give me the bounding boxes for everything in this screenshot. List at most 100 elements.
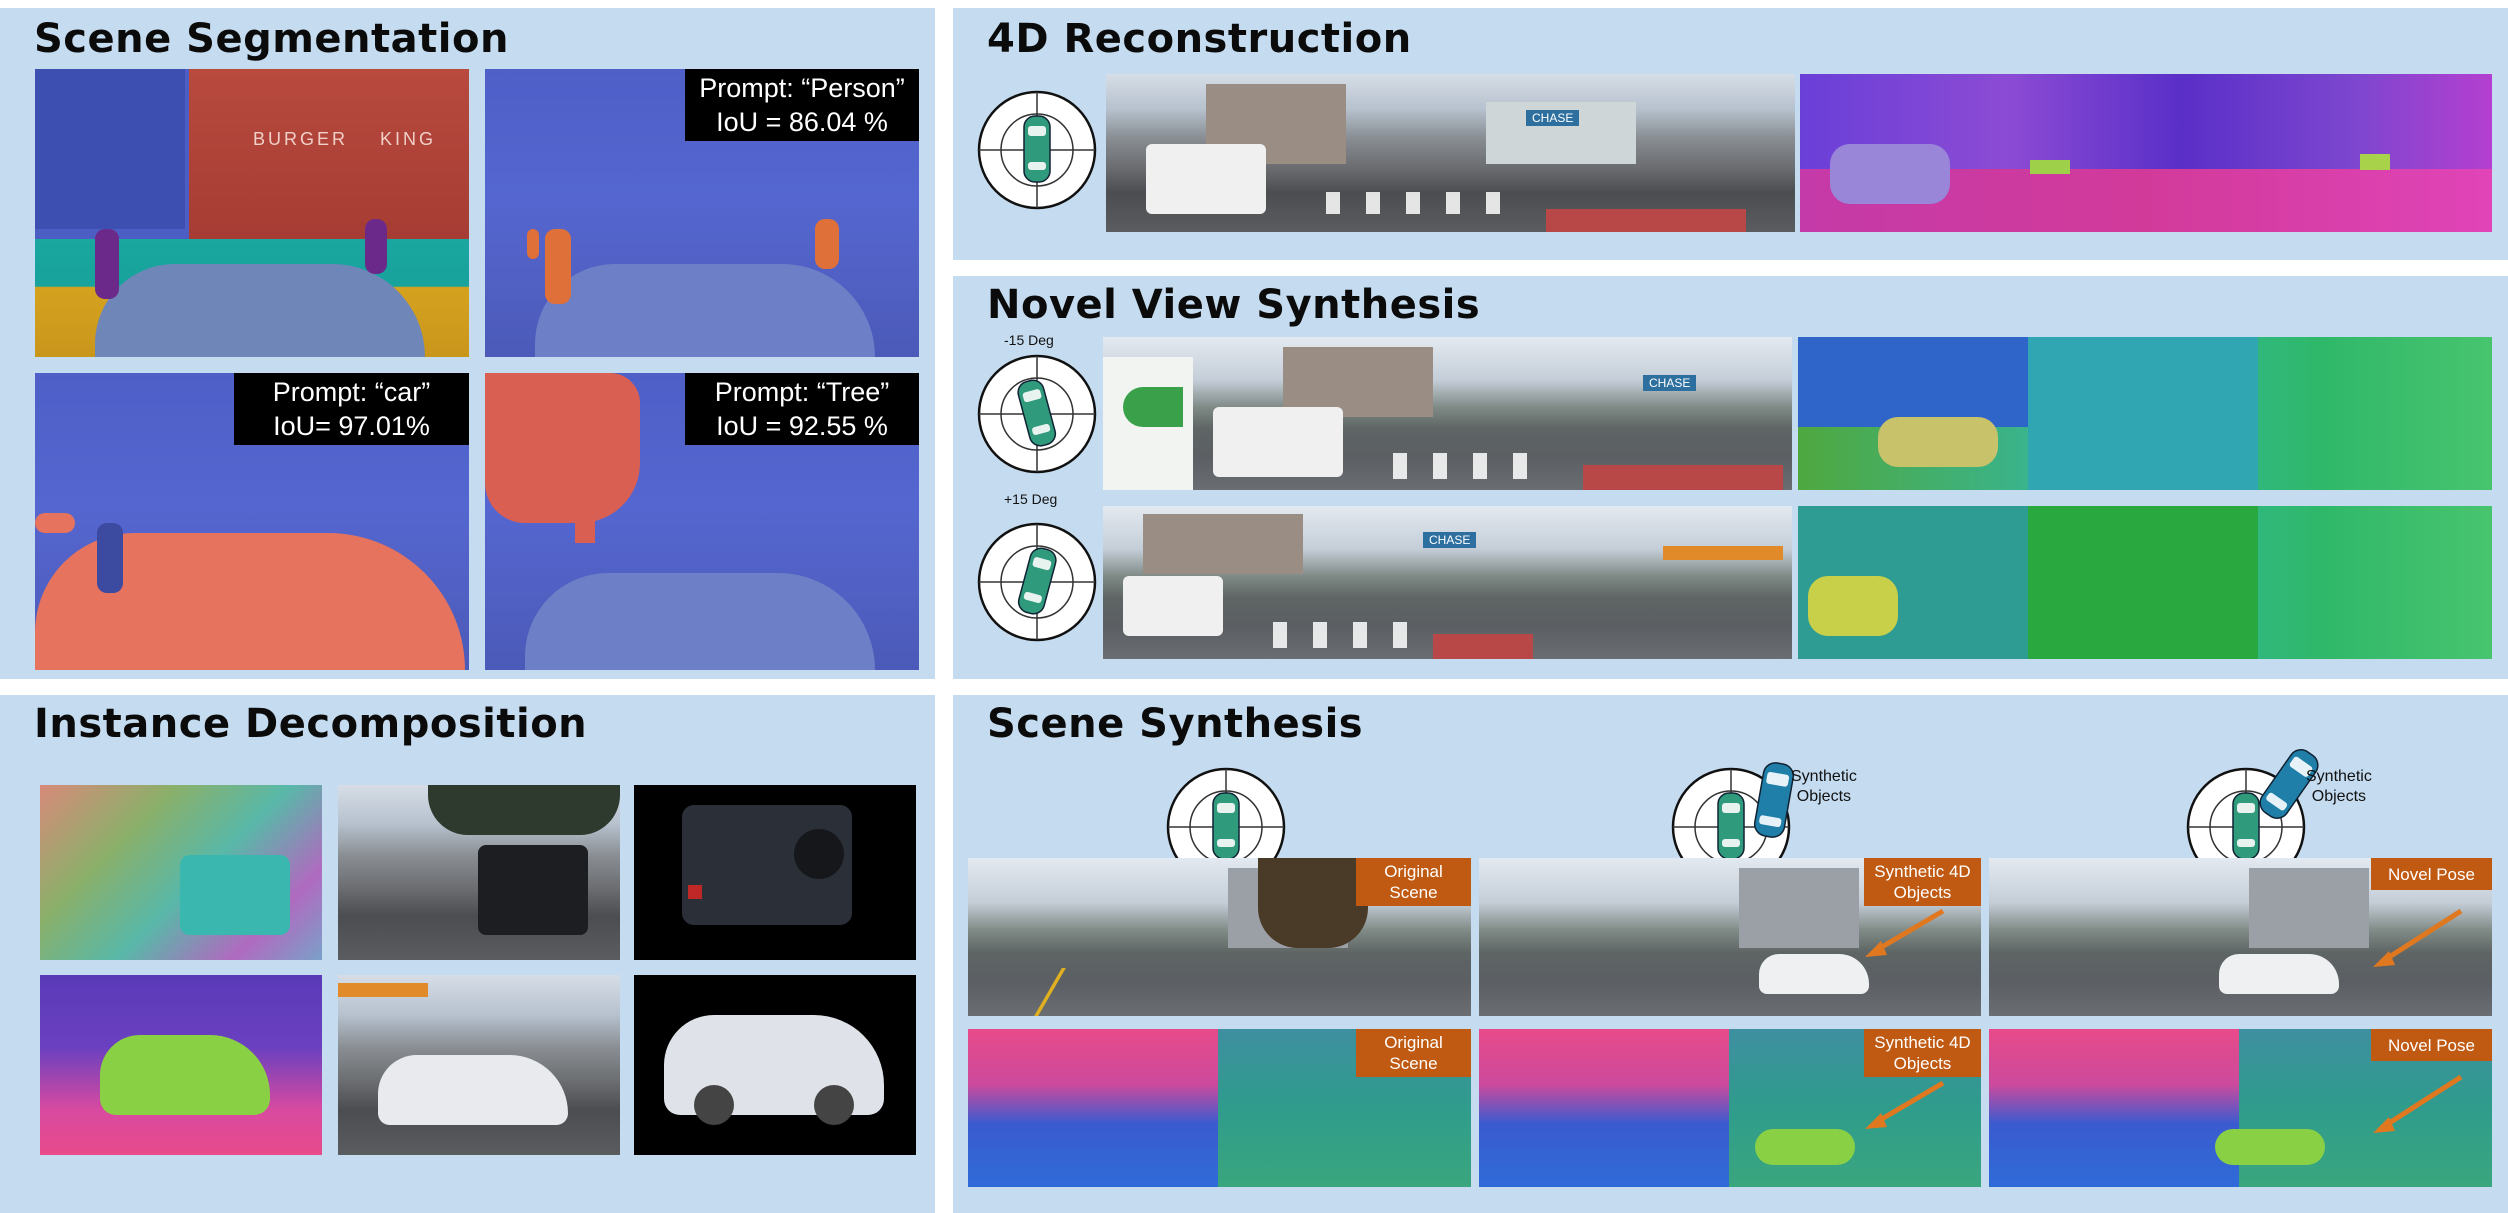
instance-isolated-image	[634, 785, 916, 960]
building-segment	[189, 69, 469, 239]
synthetic-car-icon	[1753, 762, 1795, 838]
novel-view-feature-plus15	[1798, 506, 2492, 659]
crosshair-dial-icon	[977, 354, 1097, 474]
top-down-car-icon	[1023, 115, 1051, 183]
red-curb	[1583, 465, 1783, 490]
synthetic-car-icon	[2259, 749, 2319, 819]
column-tag: Synthetic 4D Objects	[1864, 1029, 1981, 1077]
teal-region	[2028, 337, 2258, 490]
prompt-text: Prompt: “car”	[272, 377, 431, 407]
car-feature	[2215, 1129, 2325, 1165]
person-mask	[545, 229, 571, 304]
instance-feature-image	[40, 975, 322, 1155]
red-curb	[1546, 209, 1746, 232]
crosshair-dial-icon	[1166, 767, 1286, 887]
panorama-feature-image	[1800, 74, 2492, 232]
green-region	[2028, 506, 2258, 659]
column-tag: Synthetic 4D Objects	[1864, 858, 1981, 906]
car-mask	[35, 513, 75, 533]
car-feature	[1878, 417, 1998, 467]
column-tag: Novel Pose	[2371, 858, 2492, 890]
iou-text: IoU = 86.04 %	[716, 107, 888, 137]
awning	[338, 983, 428, 997]
car-feature	[1808, 576, 1898, 636]
red-curb	[1433, 634, 1533, 659]
scene-synthesis-panel: Scene Synthesis Synthetic Objects Synthe…	[953, 695, 2508, 1213]
building-facade	[1283, 347, 1433, 417]
truck-shape	[1123, 576, 1223, 636]
panel-title: Instance Decomposition	[34, 701, 588, 747]
green-feature	[2030, 160, 2070, 174]
wheel	[814, 1085, 854, 1125]
car-feature	[180, 855, 290, 935]
car-shape	[525, 573, 875, 670]
segmentation-all-classes-image: BURGER KING	[35, 69, 469, 357]
prompt-iou-label: Prompt: “Tree” IoU = 92.55 %	[685, 373, 919, 445]
instance-isolated-image	[634, 975, 916, 1155]
bank-sign: CHASE	[1526, 110, 1580, 126]
arrow-icon	[1865, 1080, 1945, 1129]
column-tag: Novel Pose	[2371, 1029, 2492, 1061]
sedan-shape	[1759, 954, 1869, 994]
bus-stripe	[1123, 387, 1183, 427]
tree-segment	[35, 69, 185, 229]
car-shape	[535, 264, 875, 357]
prompt-text: Prompt: “Person”	[699, 73, 905, 103]
person-mask	[815, 219, 839, 269]
instance-feature-image	[40, 785, 322, 960]
angle-label: -15 Deg	[1004, 332, 1054, 348]
panel-title: 4D Reconstruction	[987, 16, 1412, 62]
house-shape	[2249, 868, 2369, 948]
suv-shape	[478, 845, 588, 935]
bank-sign: CHASE	[1643, 375, 1697, 391]
crosshair-dial-icon	[977, 90, 1097, 210]
sign-text: KING	[380, 129, 437, 149]
person-mask	[527, 229, 539, 259]
synthetic-objects-label: Synthetic Objects	[2306, 768, 2372, 805]
top-down-car-icon	[1017, 379, 1057, 447]
novel-view-synthesis-panel: Novel View Synthesis -15 Deg +15 Deg CHA…	[953, 276, 2508, 679]
angle-label: +15 Deg	[1004, 491, 1058, 507]
car-segment	[95, 264, 425, 357]
panel-title: Scene Segmentation	[34, 16, 509, 62]
top-down-car-icon	[1017, 547, 1057, 615]
blue-region	[1798, 337, 2028, 427]
person-segment	[365, 219, 387, 274]
building-facade	[1143, 514, 1303, 574]
tree-shape	[1258, 858, 1368, 948]
4d-reconstruction-panel: 4D Reconstruction CHASE	[953, 8, 2508, 260]
bank-sign: CHASE	[1423, 532, 1477, 548]
arrow-icon	[1865, 908, 1945, 957]
wheel	[694, 1085, 734, 1125]
panel-title: Novel View Synthesis	[987, 282, 1481, 328]
tail-light	[688, 885, 702, 899]
novel-view-rgb-minus15: CHASE	[1103, 337, 1792, 490]
instance-rgb-image	[338, 785, 620, 960]
column-tag: Original Scene	[1356, 858, 1471, 906]
car-feature	[100, 1035, 270, 1115]
prompt-iou-label: Prompt: “car” IoU= 97.01%	[234, 373, 469, 445]
novel-view-feature-minus15	[1798, 337, 2492, 490]
person-shape	[97, 523, 123, 593]
sedan-shape	[378, 1055, 568, 1125]
tree-trunk-mask	[575, 513, 595, 543]
instance-rgb-image	[338, 975, 620, 1155]
scene-segmentation-panel: Scene Segmentation BURGER KING Prompt: “…	[0, 8, 935, 679]
panorama-rgb-image: CHASE	[1106, 74, 1795, 232]
crosshair-dial-icon	[977, 522, 1097, 642]
tree-shape	[428, 785, 620, 835]
spare-tire	[794, 829, 844, 879]
prompt-text: Prompt: “Tree”	[714, 377, 890, 407]
lane-line	[1034, 968, 1066, 1016]
synthetic-objects-label: Synthetic Objects	[1791, 768, 1857, 805]
truck-shape	[1213, 407, 1343, 477]
truck-shape	[1146, 144, 1266, 214]
storefront-sign: BURGER KING	[253, 129, 436, 150]
awning	[1663, 546, 1783, 560]
sedan-shape	[2219, 954, 2339, 994]
top-down-car-icon	[1717, 792, 1745, 860]
prompt-iou-label: Prompt: “Person” IoU = 86.04 %	[685, 69, 919, 141]
instance-decomposition-panel: Instance Decomposition	[0, 695, 935, 1213]
arrow-icon	[2373, 908, 2463, 967]
green-feature	[2360, 154, 2390, 170]
